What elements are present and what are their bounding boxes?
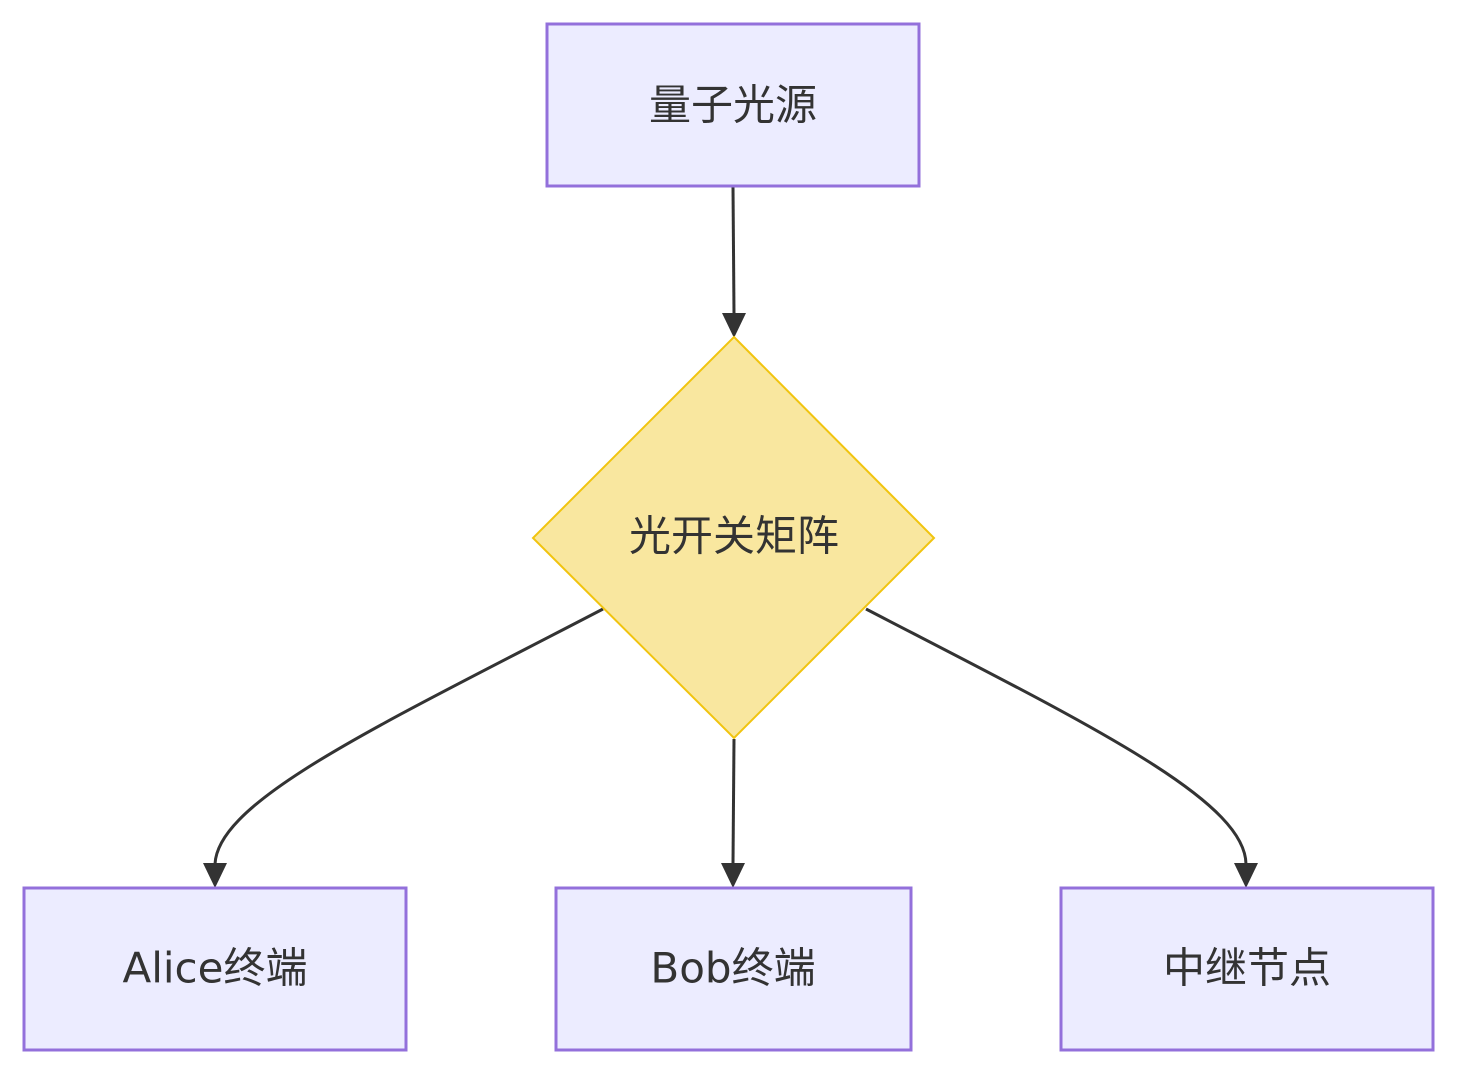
edge-source-to-switch bbox=[731, 186, 736, 315]
node-bob-terminal-label: Bob终端 bbox=[650, 944, 815, 993]
edge-switch-to-alice bbox=[213, 607, 604, 865]
arrowhead-source-to-switch bbox=[722, 313, 746, 338]
edge-switch-to-relay bbox=[865, 607, 1248, 865]
node-quantum-light-source-label: 量子光源 bbox=[649, 81, 817, 130]
node-optical-switch-matrix[interactable]: 光开关矩阵 bbox=[531, 335, 936, 740]
node-bob-terminal-box bbox=[554, 886, 913, 1052]
node-relay-node-box bbox=[1059, 886, 1435, 1052]
node-bob-terminal[interactable]: Bob终端 bbox=[554, 886, 913, 1052]
node-alice-terminal-label: Alice终端 bbox=[122, 944, 307, 993]
node-relay-node-label: 中继节点 bbox=[1163, 944, 1331, 993]
arrowhead-switch-to-relay bbox=[1234, 863, 1258, 888]
node-quantum-light-source-box bbox=[545, 22, 921, 188]
node-optical-switch-matrix-diamond bbox=[531, 335, 936, 740]
node-alice-terminal[interactable]: Alice终端 bbox=[22, 886, 408, 1052]
arrowhead-switch-to-alice bbox=[203, 863, 227, 888]
arrowhead-switch-to-bob bbox=[721, 863, 745, 888]
node-relay-node[interactable]: 中继节点 bbox=[1059, 886, 1435, 1052]
node-alice-terminal-box bbox=[22, 886, 408, 1052]
node-quantum-light-source[interactable]: 量子光源 bbox=[545, 22, 921, 188]
node-optical-switch-matrix-label: 光开关矩阵 bbox=[629, 512, 839, 561]
edges bbox=[203, 186, 1258, 888]
edge-switch-to-bob bbox=[731, 738, 736, 865]
